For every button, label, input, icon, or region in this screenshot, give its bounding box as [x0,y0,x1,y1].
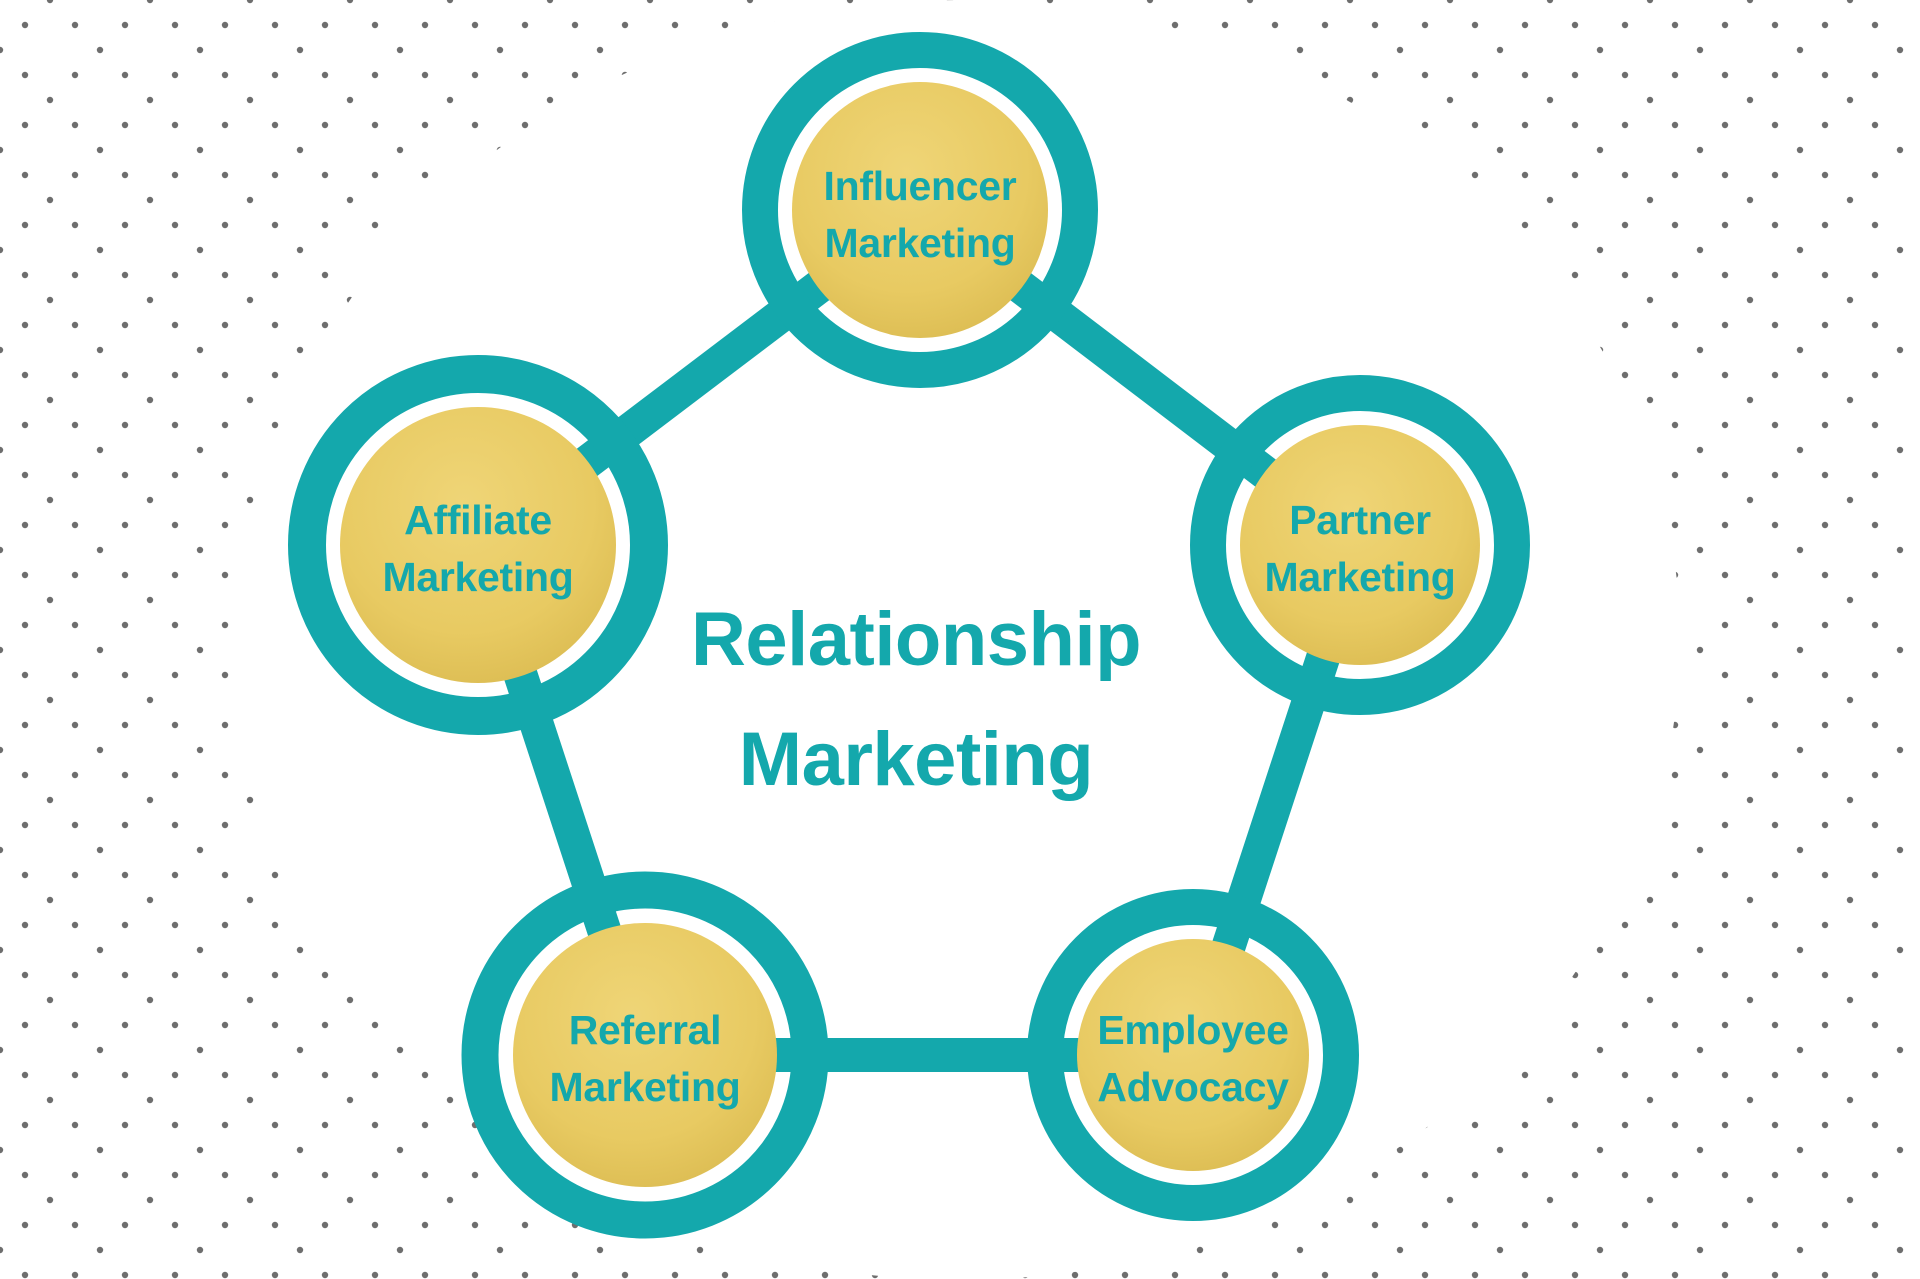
node-partner-marketing[interactable]: Partner Marketing [1190,375,1530,715]
node-referral-marketing[interactable]: Referral Marketing [461,871,829,1239]
node-referral-ring [461,871,829,1239]
center-title: Relationship Marketing [691,597,1142,802]
node-influencer-fill [792,82,1048,338]
node-employee-fill [1077,939,1309,1171]
center-title-line2: Marketing [739,717,1093,802]
node-affiliate-ring [288,355,668,735]
node-employee-advocacy[interactable]: Employee Advocacy [1027,889,1359,1221]
node-partner-label-line2: Marketing [1265,554,1456,600]
node-affiliate-fill [340,407,616,683]
node-influencer-marketing[interactable]: Influencer Marketing [742,32,1098,388]
node-partner-fill [1240,425,1480,665]
node-partner-label-line1: Partner [1289,497,1431,543]
node-affiliate-marketing[interactable]: Affiliate Marketing [288,355,668,735]
node-affiliate-label-line2: Marketing [383,554,574,600]
center-title-line1: Relationship [691,597,1141,682]
node-employee-label-line1: Employee [1097,1007,1288,1053]
node-referral-label-line2: Marketing [550,1064,741,1110]
node-influencer-label-line2: Marketing [825,220,1016,266]
node-influencer-ring [742,32,1098,388]
node-influencer-label-line1: Influencer [824,163,1017,209]
node-affiliate-label-line1: Affiliate [404,497,552,543]
node-employee-ring [1027,889,1359,1221]
node-partner-ring [1190,375,1530,715]
node-referral-label-line1: Referral [569,1007,722,1053]
node-employee-label-line2: Advocacy [1097,1064,1289,1110]
node-referral-fill [513,923,777,1187]
